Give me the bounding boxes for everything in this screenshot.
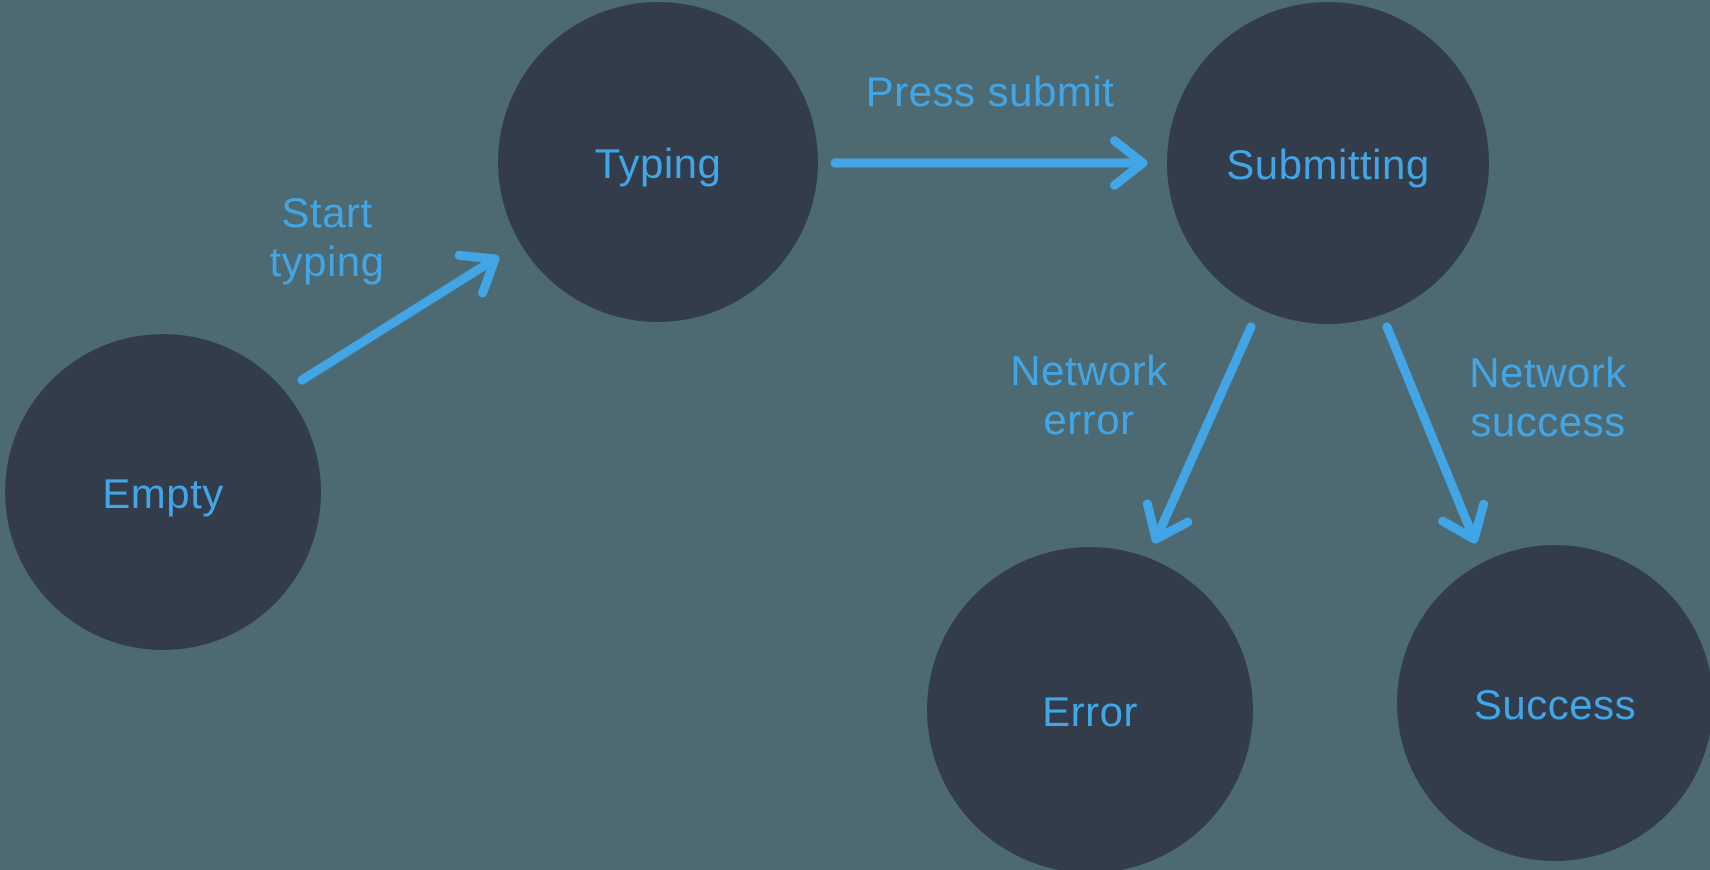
state-node-submitting: Submitting <box>1167 2 1489 324</box>
arrowhead-icon <box>1110 136 1148 190</box>
arrowhead-icon <box>1438 499 1489 544</box>
state-label: Error <box>1042 688 1138 735</box>
state-label: Typing <box>595 140 722 187</box>
transition-arrow-shaft <box>1151 322 1256 544</box>
state-label: Success <box>1474 681 1636 728</box>
state-node-error: Error <box>927 547 1253 870</box>
transition-press-submit: Press submit <box>830 68 1148 190</box>
transition-arrow-shaft <box>297 254 500 385</box>
state-node-empty: Empty <box>5 334 321 650</box>
state-node-success: Success <box>1397 545 1710 861</box>
arrowhead-icon <box>1142 499 1193 544</box>
transition-label: Press submit <box>866 68 1115 115</box>
state-circle <box>5 334 321 650</box>
state-circle <box>498 2 818 322</box>
state-label: Submitting <box>1226 141 1429 188</box>
state-node-typing: Typing <box>498 2 818 322</box>
transition-arrow-shaft <box>1382 322 1479 544</box>
state-circle <box>1167 2 1489 324</box>
state-label: Empty <box>102 470 224 517</box>
arrowhead-icon <box>454 250 500 298</box>
state-circle <box>927 547 1253 870</box>
state-circle <box>1397 545 1710 861</box>
